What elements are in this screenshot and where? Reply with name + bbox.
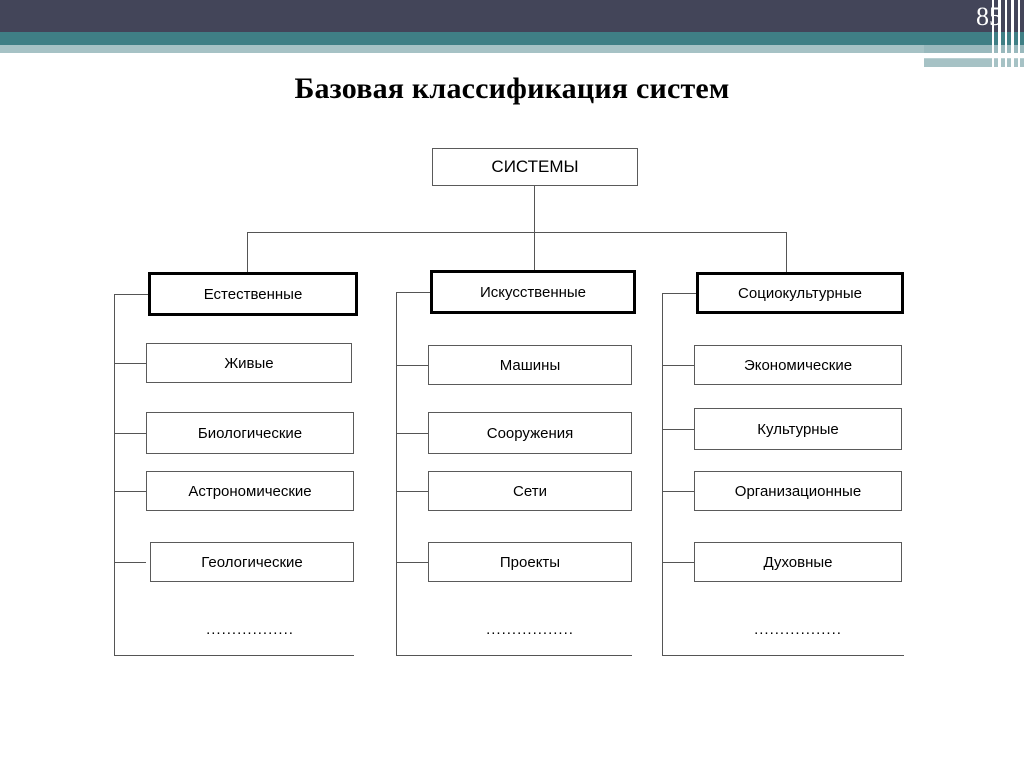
branch-3-stub-1 <box>662 365 694 366</box>
node-sociocultural-child-1: Экономические <box>694 345 902 385</box>
node-label: Экономические <box>743 356 853 374</box>
node-label: Биологические <box>197 424 303 442</box>
node-label: Астрономические <box>188 482 312 500</box>
header-vstripe-5 <box>1018 0 1020 67</box>
node-label: Организационные <box>734 482 862 500</box>
node-natural-child-4: Геологические <box>150 542 354 582</box>
branch-1-spine-bottom <box>114 655 354 656</box>
node-label: Культурные <box>757 420 839 438</box>
node-branch-natural: Естественные <box>148 272 358 316</box>
node-label: Геологические <box>201 553 303 571</box>
header-stripe-white <box>924 53 1024 58</box>
node-artificial-child-1: Машины <box>428 345 632 385</box>
node-sociocultural-child-3: Организационные <box>694 471 902 511</box>
header-band-navy <box>0 0 1024 32</box>
node-label: Машины <box>499 356 561 374</box>
node-label: Искусственные <box>479 283 587 301</box>
node-natural-child-3: Астрономические <box>146 471 354 511</box>
branch-1-stub-header <box>114 294 148 295</box>
branch-2-spine-bottom <box>396 655 632 656</box>
node-natural-child-2: Биологические <box>146 412 354 454</box>
node-branch-artificial: Искусственные <box>430 270 636 314</box>
branch-1-spine <box>114 294 115 656</box>
header-band-teal-right <box>924 45 1024 53</box>
connector-drop-branch-2 <box>534 232 535 272</box>
node-artificial-child-4: Проекты <box>428 542 632 582</box>
branch-3-stub-3 <box>662 491 694 492</box>
ellipsis-label: ................. <box>486 620 574 638</box>
node-artificial-child-2: Сооружения <box>428 412 632 454</box>
node-label: Духовные <box>763 553 833 571</box>
branch-2-stub-3 <box>396 491 428 492</box>
node-artificial-child-3: Сети <box>428 471 632 511</box>
branch-2-stub-header <box>396 292 430 293</box>
node-label: Социокультурные <box>738 284 862 302</box>
node-branch-sociocultural: Социокультурные <box>696 272 904 314</box>
slide-header-decoration <box>0 0 1024 67</box>
branch-2-stub-4 <box>396 562 428 563</box>
header-vstripe-4 <box>1011 0 1014 67</box>
branch-3-stub-header <box>662 293 696 294</box>
branch-3-spine-bottom <box>662 655 904 656</box>
ellipsis-label: ................. <box>206 620 294 638</box>
node-sociocultural-child-4: Духовные <box>694 542 902 582</box>
node-label: Сооружения <box>486 424 574 442</box>
header-band-teal <box>0 32 1024 45</box>
branch-2-spine <box>396 292 397 656</box>
node-root-systems: СИСТЕМЫ <box>432 148 638 186</box>
connector-drop-branch-1 <box>247 232 248 272</box>
node-label: СИСТЕМЫ <box>491 157 579 176</box>
connector-root-down <box>534 186 535 232</box>
node-sociocultural-ellipsis: ................. <box>694 618 902 640</box>
node-label: Естественные <box>203 285 303 303</box>
ellipsis-label: ................. <box>754 620 842 638</box>
branch-1-stub-1 <box>114 363 146 364</box>
header-bar-secondary <box>924 59 1024 67</box>
page-title: Базовая классификация систем <box>294 72 730 105</box>
node-artificial-ellipsis: ................. <box>428 618 632 640</box>
node-natural-child-1: Живые <box>146 343 352 383</box>
branch-3-spine <box>662 293 663 656</box>
header-vstripe-3 <box>1005 0 1007 67</box>
node-label: Живые <box>224 354 274 372</box>
node-label: Проекты <box>499 553 561 571</box>
header-band-light-blue <box>0 45 924 53</box>
branch-1-stub-3 <box>114 491 146 492</box>
branch-3-stub-2 <box>662 429 694 430</box>
connector-bus-horizontal <box>247 232 787 233</box>
branch-1-stub-2 <box>114 433 146 434</box>
page-number: 85 <box>976 2 1002 31</box>
branch-1-stub-4 <box>114 562 146 563</box>
branch-2-stub-2 <box>396 433 428 434</box>
branch-3-stub-4 <box>662 562 694 563</box>
node-natural-ellipsis: ................. <box>146 618 354 640</box>
node-sociocultural-child-2: Культурные <box>694 408 902 450</box>
connector-drop-branch-3 <box>786 232 787 272</box>
node-label: Сети <box>513 482 547 500</box>
header-vstripe-2 <box>998 0 1001 67</box>
header-vstripe-1 <box>992 0 994 67</box>
branch-2-stub-1 <box>396 365 428 366</box>
